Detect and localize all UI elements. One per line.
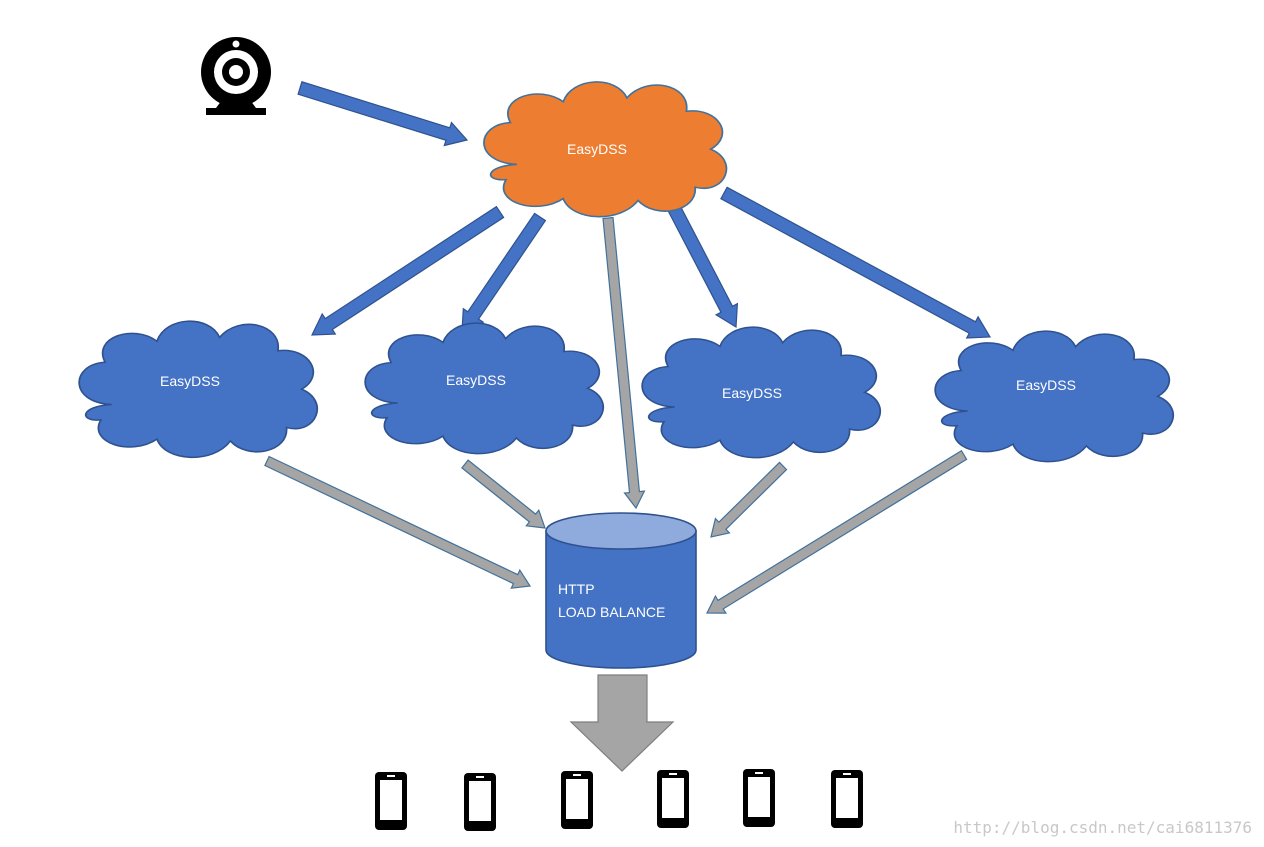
pull-arrow-edge-1-to-balancer: [264, 455, 532, 589]
edge-cloud-shape-4: [934, 330, 1175, 463]
smartphone-icon: [831, 770, 863, 828]
edge-server-label-2: EasyDSS: [446, 372, 506, 388]
edge-server-label-3: EasyDSS: [722, 385, 782, 401]
edge-server-label-4: EasyDSS: [1016, 377, 1076, 393]
pull-arrow-origin-to-balancer: [602, 216, 646, 510]
pull-arrow-edge-4-to-balancer: [706, 449, 968, 614]
smartphone-icon: [375, 772, 407, 830]
edge-server-cloud-1: [78, 320, 319, 459]
watermark: http://blog.csdn.net/cai6811376: [953, 818, 1252, 837]
smartphone-icon: [464, 773, 496, 831]
client-devices: [375, 769, 863, 831]
edge-cloud-shape-2: [364, 322, 605, 455]
output-arrow: [569, 674, 675, 772]
push-arrow-origin-to-edge-4: [720, 186, 992, 339]
edge-server-cloud-2: [364, 322, 605, 455]
load-balancer-line-1: HTTP: [558, 581, 595, 597]
edge-server-cloud-4: [934, 330, 1175, 463]
load-balancer-cylinder: [545, 512, 697, 669]
pull-arrow-edge-3-to-balancer: [710, 461, 788, 538]
smartphone-icon: [561, 771, 593, 829]
push-arrow-origin-to-edge-1: [311, 205, 505, 336]
smartphone-icon: [743, 769, 775, 827]
edge-server-label-1: EasyDSS: [160, 373, 220, 389]
webcam-icon: [201, 37, 271, 115]
pull-arrow-edge-2-to-balancer: [461, 459, 546, 529]
push-arrow-source-to-origin: [297, 81, 469, 147]
push-arrow-origin-to-edge-3: [667, 204, 739, 329]
edge-cloud-shape-1: [78, 320, 319, 459]
origin-server-label: EasyDSS: [567, 141, 627, 157]
cylinder-top: [545, 512, 697, 550]
smartphone-icon: [657, 770, 689, 828]
cylinder-body: [545, 530, 697, 669]
load-balancer-line-2: LOAD BALANCE: [558, 604, 665, 620]
arrows: [264, 81, 992, 614]
